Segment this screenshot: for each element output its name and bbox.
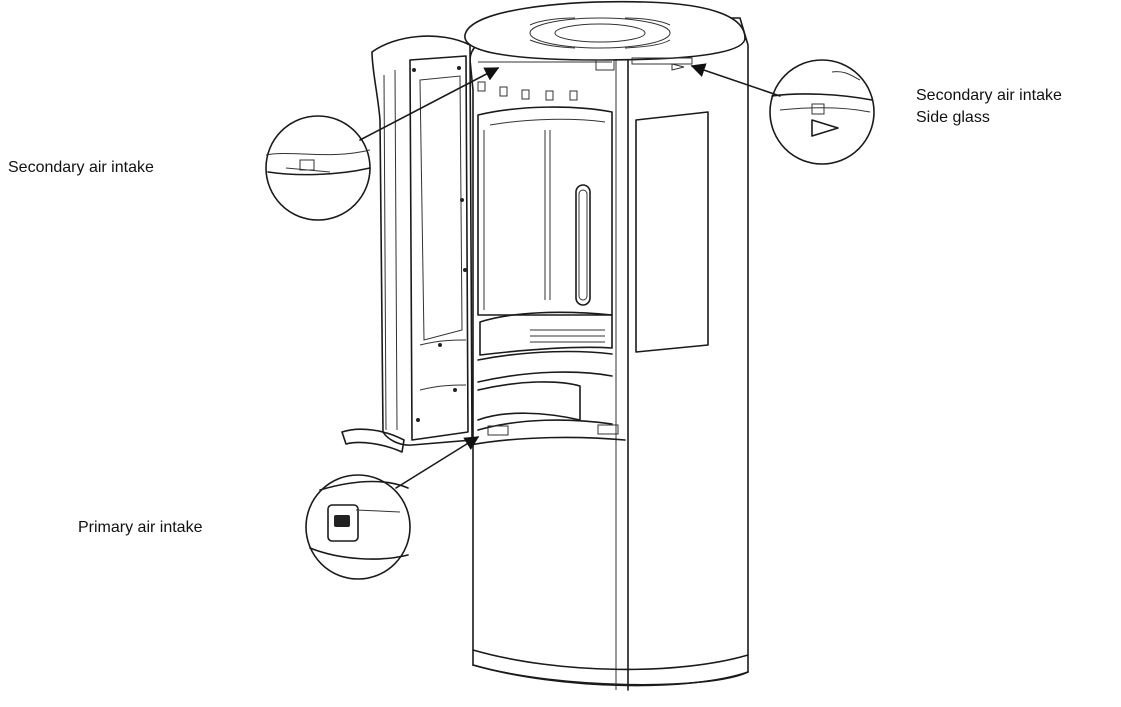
label-primary-air-intake: Primary air intake xyxy=(78,519,203,536)
firebox xyxy=(477,106,613,356)
label-secondary-air-intake-right: Secondary air intake xyxy=(916,87,1062,104)
arrow-primary xyxy=(395,436,480,489)
label-secondary-air-intake-left: Secondary air intake xyxy=(8,159,154,176)
side-glass xyxy=(635,111,709,353)
detail-circle-primary xyxy=(305,474,411,580)
stove-body xyxy=(469,17,749,691)
open-door xyxy=(341,35,473,453)
arrow-secondary-right xyxy=(690,63,781,97)
ash-section xyxy=(469,350,626,446)
detail-circle-secondary-left xyxy=(265,115,371,221)
detail-circle-secondary-right xyxy=(769,59,875,165)
air-vents xyxy=(477,57,693,101)
label-side-glass: Side glass xyxy=(916,109,990,126)
top-plate xyxy=(464,0,746,61)
arrow-secondary-left xyxy=(359,67,500,141)
